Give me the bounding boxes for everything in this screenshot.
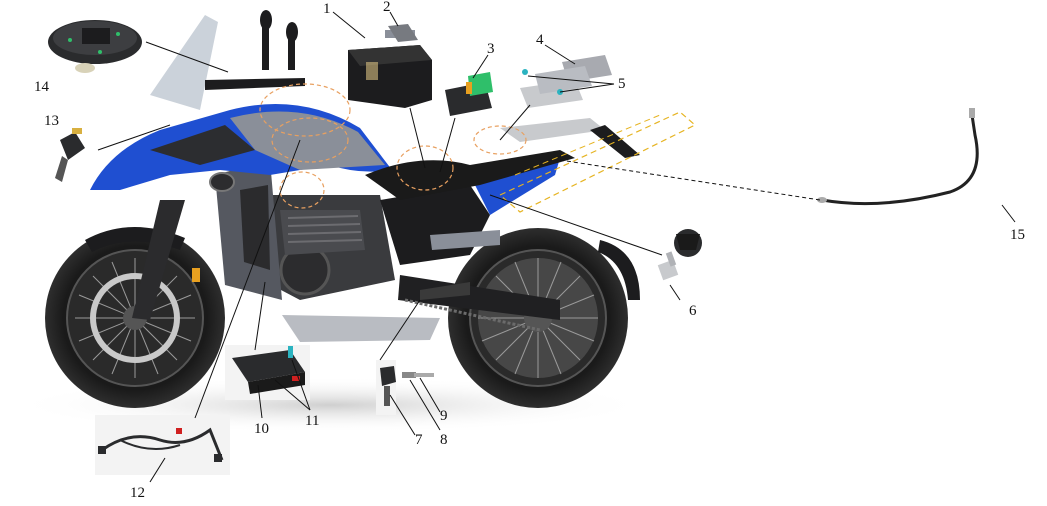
- engine: [262, 195, 395, 300]
- callout-5: 5: [618, 76, 626, 92]
- callout-11: 11: [305, 413, 319, 429]
- wiring-harness-part: [95, 415, 230, 475]
- bolt-part: [402, 372, 434, 378]
- callout-1: 1: [323, 1, 331, 17]
- callout-13: 13: [44, 113, 59, 129]
- fuel-cap-part: [48, 20, 142, 73]
- lock-part: [657, 229, 702, 281]
- cable-part: [817, 108, 979, 206]
- sensor-part-7: [376, 360, 396, 415]
- battery-part: [348, 30, 432, 108]
- callout-7: 7: [415, 432, 423, 448]
- rear-wheel: [448, 228, 628, 408]
- strap-part: [388, 24, 418, 42]
- motorcycle: [45, 10, 640, 408]
- leader-lines: [97, 11, 1016, 483]
- callout-6: 6: [689, 303, 697, 319]
- callout-10: 10: [254, 421, 269, 437]
- sensor-part-13: [55, 128, 85, 182]
- callout-9: 9: [440, 408, 448, 424]
- callout-14: 14: [34, 79, 50, 95]
- callout-8: 8: [440, 432, 448, 448]
- control-unit-part: [225, 345, 310, 400]
- callout-3: 3: [487, 41, 495, 57]
- callout-2: 2: [383, 0, 391, 15]
- relay-part: [445, 72, 493, 116]
- callout-12: 12: [130, 485, 145, 501]
- callout-4: 4: [536, 32, 544, 48]
- tail-area-highlight: [498, 111, 697, 213]
- ecu-part: [520, 55, 612, 108]
- location-highlights: [259, 83, 527, 209]
- callout-15: 15: [1010, 227, 1025, 243]
- callout-numbers: 1 2 3 4 5 6 7 8 9 10 11 12 13 14 15: [34, 0, 1025, 501]
